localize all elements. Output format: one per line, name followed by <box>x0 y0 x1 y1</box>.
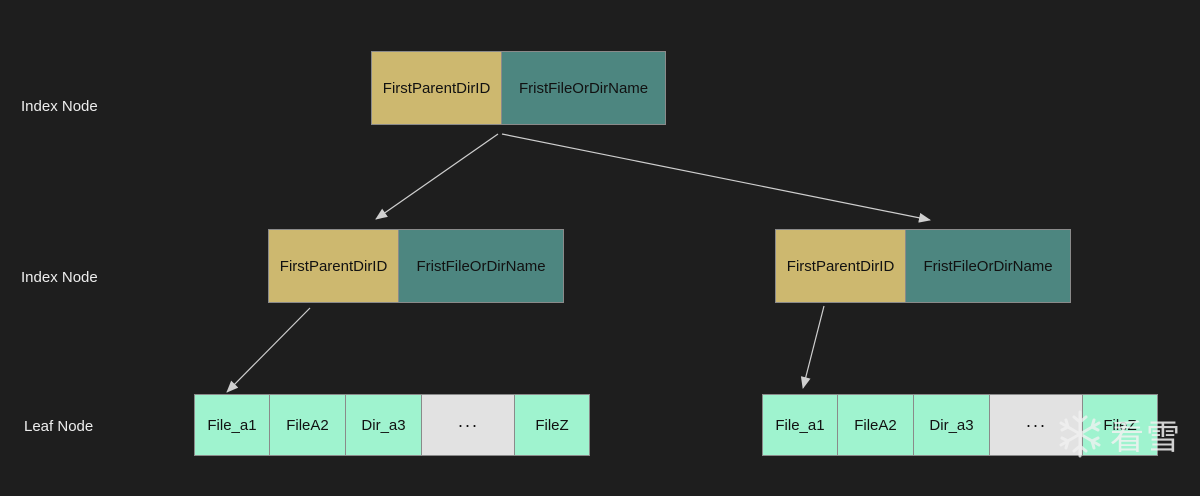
leaf-entry: Dir_a3 <box>345 394 422 456</box>
right-index-node: FirstParentDirID FristFileOrDirName <box>775 229 1071 303</box>
arrow-left-to-leaf <box>226 307 311 393</box>
left-leaf-node: File_a1 FileA2 Dir_a3 ··· FileZ <box>194 394 590 456</box>
parent-dir-id-cell: FirstParentDirID <box>269 230 399 302</box>
parent-dir-id-cell: FirstParentDirID <box>372 52 502 124</box>
parent-dir-id-cell: FirstParentDirID <box>776 230 906 302</box>
leaf-entry: FileZ <box>514 394 590 456</box>
level-label-index: Index Node <box>21 269 98 286</box>
left-index-node: FirstParentDirID FristFileOrDirName <box>268 229 564 303</box>
leaf-ellipsis: ··· <box>421 394 515 456</box>
arrow-root-to-right <box>501 133 931 223</box>
leaf-entry: FileA2 <box>269 394 346 456</box>
level-label-leaf: Leaf Node <box>24 418 94 435</box>
leaf-entry: FileA2 <box>837 394 914 456</box>
leaf-entry: File_a1 <box>762 394 838 456</box>
watermark-text: 看雪 <box>1110 417 1182 458</box>
leaf-entry: File_a1 <box>194 394 270 456</box>
file-or-dir-name-cell: FristFileOrDirName <box>501 52 665 124</box>
level-label-root: Index Node <box>21 98 98 115</box>
watermark: 看雪 <box>1054 408 1182 460</box>
arrow-root-to-left <box>375 133 499 220</box>
arrow-right-to-leaf <box>800 305 825 389</box>
snowflake-icon <box>1059 410 1101 458</box>
root-index-node: FirstParentDirID FristFileOrDirName <box>371 51 666 125</box>
file-or-dir-name-cell: FristFileOrDirName <box>905 230 1070 302</box>
file-or-dir-name-cell: FristFileOrDirName <box>398 230 563 302</box>
